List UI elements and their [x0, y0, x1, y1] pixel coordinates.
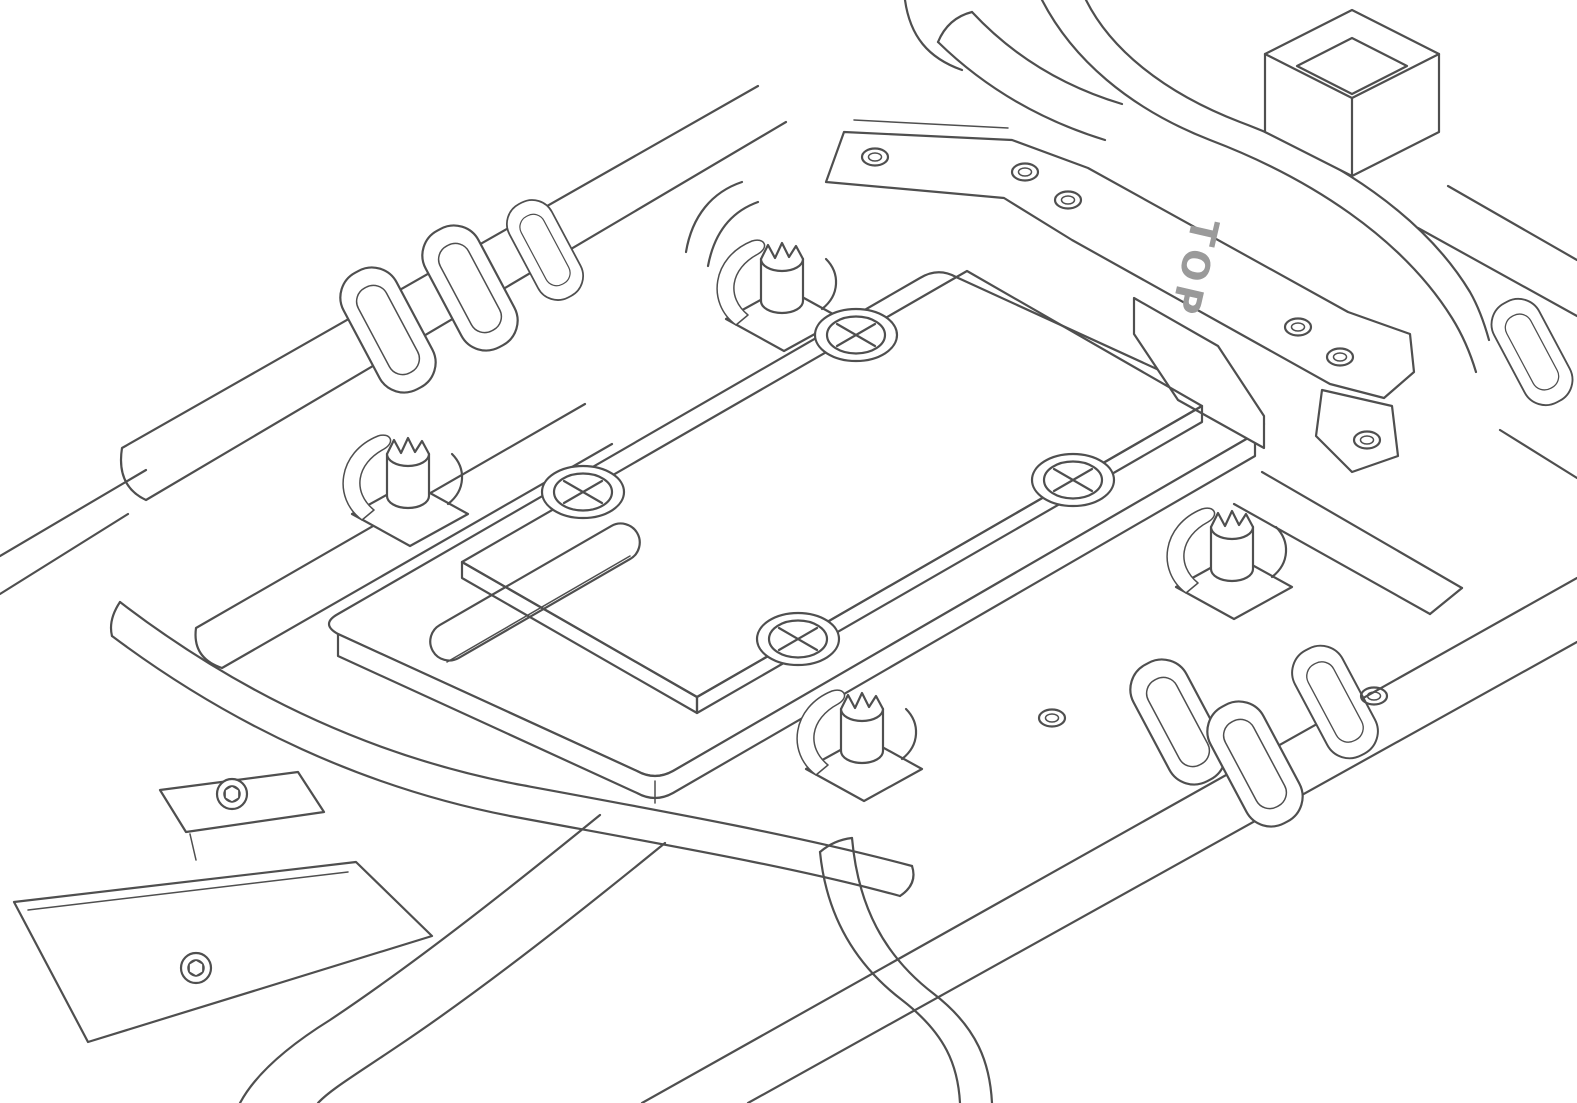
rail-line: [194, 402, 614, 670]
thermal-pad-side-right: [695, 404, 1204, 715]
rail-line: [1416, 226, 1577, 318]
thermal-pad: [460, 269, 1204, 715]
cable-channel: [1282, 635, 1388, 769]
coolant-port: [1263, 8, 1441, 178]
top-bracket-bar: [824, 130, 1416, 400]
hose-line: [818, 850, 962, 1103]
phillips-screw: [552, 472, 614, 512]
tube-line: [936, 40, 1107, 142]
board-hole: [1037, 708, 1067, 728]
coolant-tubes-top-right: [936, 0, 1577, 480]
rail-line: [640, 576, 1577, 1103]
rail-line: [120, 84, 788, 502]
top-bracket-stem: [1132, 296, 1266, 450]
hose-line: [118, 600, 914, 868]
rail-line: [0, 468, 148, 558]
port-opening: [1295, 36, 1409, 96]
tube-line: [1040, 0, 1478, 374]
chassis-mid-right: [1232, 470, 1464, 616]
chassis-rails-top-left: [0, 0, 964, 670]
torx-screw: [215, 777, 249, 811]
hose-cap: [109, 600, 122, 638]
hose-bottom-right: [818, 836, 994, 1103]
rail-line: [746, 640, 1577, 1103]
chassis-bottom-right: [640, 576, 1577, 1103]
phillips-screw: [1042, 460, 1104, 500]
hose-cap: [898, 864, 915, 898]
torx-screw: [179, 951, 213, 985]
rail-line: [0, 512, 130, 596]
rail-line: [1260, 470, 1464, 590]
top-bracket: TOP: [824, 119, 1416, 474]
phillips-screw: [767, 619, 829, 659]
rail-line: [1446, 184, 1577, 262]
cold-plate-slot-depth: [446, 555, 631, 663]
hoses-bottom-left: [109, 600, 915, 1103]
cold-plate: [327, 271, 1266, 804]
standoff-post: [342, 433, 470, 548]
bracket-plate-edge: [27, 871, 349, 911]
cable-channel: [498, 191, 592, 309]
bracket-tab-edge: [189, 833, 197, 861]
rail-line: [1428, 586, 1464, 616]
bracket-plate: [12, 860, 434, 1044]
top-bracket-back-edge: [853, 119, 1009, 129]
standoff-post: [796, 688, 924, 803]
hose-line: [850, 836, 994, 1103]
hose-line: [238, 813, 602, 1103]
hose-line: [316, 841, 667, 1103]
cold-plate-front: [336, 432, 1257, 800]
bracket-curve: [706, 200, 760, 268]
hose-cap: [818, 836, 854, 854]
bracket-curve: [684, 180, 744, 254]
tube-line: [970, 10, 1124, 106]
mounting-bracket-bottom-left: [12, 770, 434, 1044]
phillips-screw: [825, 315, 887, 355]
standoff-post: [1166, 506, 1294, 621]
rail-line: [1498, 428, 1577, 480]
rail-line: [1232, 502, 1432, 616]
top-bracket-tab: [1314, 388, 1400, 474]
hose-line: [110, 634, 902, 898]
rail-line: [903, 0, 964, 72]
tube-cap: [936, 10, 974, 44]
